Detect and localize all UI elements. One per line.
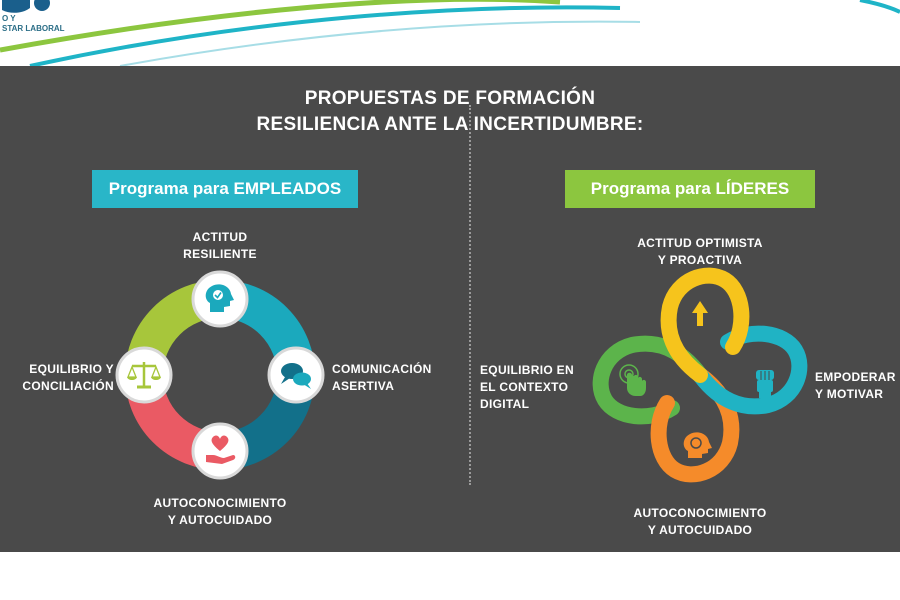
label-line: EQUILIBRIO Y bbox=[29, 362, 114, 376]
label-line: AUTOCONOCIMIENTO bbox=[153, 496, 287, 510]
label-line: ASERTIVA bbox=[332, 379, 395, 393]
label-autoconocimiento-empleados: AUTOCONOCIMIENTO Y AUTOCUIDADO bbox=[130, 495, 310, 529]
label-line: COMUNICACIÓN bbox=[332, 362, 432, 376]
label-line: DIGITAL bbox=[480, 397, 530, 411]
label-actitud-optimista: ACTITUD OPTIMISTA Y PROACTIVA bbox=[630, 235, 770, 269]
footer-blank bbox=[0, 552, 900, 600]
employees-banner: Programa para EMPLEADOS bbox=[92, 170, 358, 208]
main-panel bbox=[0, 66, 900, 552]
header-bar: O Y STAR LABORAL bbox=[0, 0, 900, 66]
label-line: Y MOTIVAR bbox=[815, 387, 884, 401]
label-line: EQUILIBRIO EN bbox=[480, 363, 574, 377]
arrow-up-icon bbox=[692, 301, 708, 326]
label-line: ACTITUD bbox=[192, 230, 248, 244]
label-comunicacion-asertiva: COMUNICACIÓN ASERTIVA bbox=[332, 361, 462, 395]
logo-text-1: O Y bbox=[2, 14, 16, 23]
label-line: RESILIENTE bbox=[183, 247, 257, 261]
label-empoderar-motivar: EMPODERAR Y MOTIVAR bbox=[815, 369, 900, 403]
label-line: Y AUTOCUIDADO bbox=[167, 513, 273, 527]
touch-hand-icon bbox=[619, 364, 646, 396]
head-search-icon bbox=[683, 432, 712, 458]
label-line: EMPODERAR bbox=[815, 370, 896, 384]
page-title-line1: PROPUESTAS DE FORMACIÓN bbox=[304, 88, 596, 109]
label-equilibrio-digital: EQUILIBRIO EN EL CONTEXTO DIGITAL bbox=[480, 362, 584, 413]
logo: O Y STAR LABORAL bbox=[0, 0, 80, 40]
heart-hand-icon bbox=[191, 422, 249, 480]
scale-icon bbox=[115, 346, 173, 404]
label-equilibrio-conciliacion: EQUILIBRIO Y CONCILIACIÓN bbox=[4, 361, 114, 395]
label-autoconocimiento-lideres: AUTOCONOCIMIENTO Y AUTOCUIDADO bbox=[612, 505, 788, 539]
label-line: CONCILIACIÓN bbox=[22, 379, 114, 393]
chat-bubbles-icon bbox=[267, 346, 325, 404]
label-line: AUTOCONOCIMIENTO bbox=[633, 506, 767, 520]
loop-right bbox=[692, 325, 808, 415]
leaders-banner: Programa para LÍDERES bbox=[565, 170, 815, 208]
loop-top bbox=[660, 267, 750, 383]
label-line: EL CONTEXTO bbox=[480, 380, 569, 394]
fist-icon bbox=[756, 370, 774, 398]
logo-text-2: STAR LABORAL bbox=[2, 24, 65, 33]
label-line: Y AUTOCUIDADO bbox=[647, 523, 753, 537]
header-swoosh bbox=[0, 0, 900, 66]
page-title-line2: RESILIENCIA ANTE LA INCERTIDUMBRE: bbox=[256, 114, 644, 135]
label-actitud-resiliente: ACTITUD RESILIENTE bbox=[160, 229, 280, 263]
column-divider bbox=[469, 105, 471, 485]
label-line: ACTITUD OPTIMISTA bbox=[637, 236, 763, 250]
head-check-icon bbox=[191, 270, 249, 328]
label-line: Y PROACTIVA bbox=[657, 253, 743, 267]
